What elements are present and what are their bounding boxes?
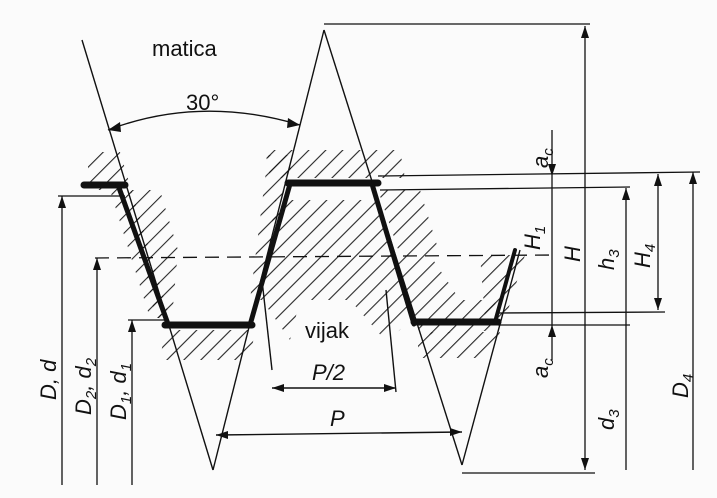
nut-hatch-bottom-left <box>160 330 255 360</box>
arrow-h4-bottom <box>654 298 662 310</box>
basic-triangle-peak-left <box>212 29 325 471</box>
d2-label: D2, d2 <box>71 357 100 415</box>
arrow-half-pitch-right <box>384 384 396 392</box>
screw-label: vijak <box>305 318 350 343</box>
angle-label: 30° <box>186 90 219 115</box>
flank-right-1 <box>369 181 417 327</box>
crest-ext-line-2 <box>379 186 631 191</box>
nut-hatch-bottom-right <box>418 332 500 358</box>
flank-right-2 <box>493 248 517 324</box>
h1-label: H1 <box>520 226 549 250</box>
nut-hatch-right <box>480 255 525 320</box>
flank-left-1 <box>115 182 171 327</box>
svg-text:h3: h3 <box>594 249 623 270</box>
pitch-diameter-dashed <box>94 254 556 259</box>
arrow-d4-top <box>689 172 697 184</box>
arrow-ac-bottom <box>548 325 556 337</box>
svg-text:H1: H1 <box>520 226 549 250</box>
h3-label: h3 <box>594 249 623 270</box>
svg-text:H: H <box>560 246 585 262</box>
basic-triangle-left-flank <box>81 39 214 471</box>
labels: matica vijak 30° P/2 P ac ac H1 H h3 H4 <box>36 36 697 431</box>
svg-text:D4: D4 <box>668 374 697 398</box>
screw-flank-left-ext <box>261 279 273 371</box>
root-ext-line <box>497 311 666 314</box>
pitch-dim-line <box>215 431 463 436</box>
arrow-h3-top <box>622 188 630 200</box>
screw-hatch-center <box>262 200 410 340</box>
screw-hatch-right <box>395 255 500 335</box>
svg-text:D1, d1: D1, d1 <box>106 363 135 420</box>
basic-triangle-right-rise <box>461 249 521 466</box>
angle-arc <box>107 110 301 131</box>
d3-label: d3 <box>594 409 623 430</box>
arrow-ac-top <box>548 164 556 176</box>
arrow-pitch-left <box>216 431 228 439</box>
half-pitch-label: P/2 <box>312 360 345 385</box>
arrowheads <box>58 26 697 470</box>
pitch-label: P <box>330 406 345 431</box>
arrow-dd-top <box>58 196 66 208</box>
dd-label: D, d <box>36 359 61 400</box>
svg-text:H4: H4 <box>630 244 659 268</box>
h4-label: H4 <box>630 244 659 268</box>
arrow-h-top <box>581 26 589 38</box>
arrow-d2-top <box>93 258 101 270</box>
nut-label: matica <box>152 36 218 61</box>
arrow-h-bottom <box>581 458 589 470</box>
construction-lines <box>81 29 521 471</box>
svg-text:ac: ac <box>528 148 557 168</box>
ac-bottom-label: ac <box>528 358 557 378</box>
ac-top-label: ac <box>528 148 557 168</box>
arrow-angle-left <box>108 122 121 132</box>
screw-flank-right-ext <box>385 289 397 393</box>
d4-label: D4 <box>668 374 697 398</box>
arrow-d1-top <box>128 320 136 332</box>
h-label: H <box>560 246 585 262</box>
svg-text:D, d: D, d <box>36 359 61 400</box>
nut-hatch-top-center <box>265 150 405 178</box>
svg-text:ac: ac <box>528 358 557 378</box>
arrow-half-pitch-left <box>272 384 284 392</box>
svg-text:d3: d3 <box>594 409 623 430</box>
basic-triangle-peak-right <box>323 29 463 466</box>
screw-hatch-left <box>130 190 178 318</box>
nut-hatch-right-mid <box>378 190 440 255</box>
arrow-angle-right <box>287 118 300 128</box>
svg-text:D2, d2: D2, d2 <box>71 357 100 415</box>
d1-label: D1, d1 <box>106 363 135 420</box>
arrow-pitch-right <box>450 428 462 436</box>
flank-left-2 <box>247 181 293 328</box>
arrow-h4-top <box>654 174 662 186</box>
thread-profile <box>80 179 517 329</box>
crest-ext-line <box>377 171 701 177</box>
